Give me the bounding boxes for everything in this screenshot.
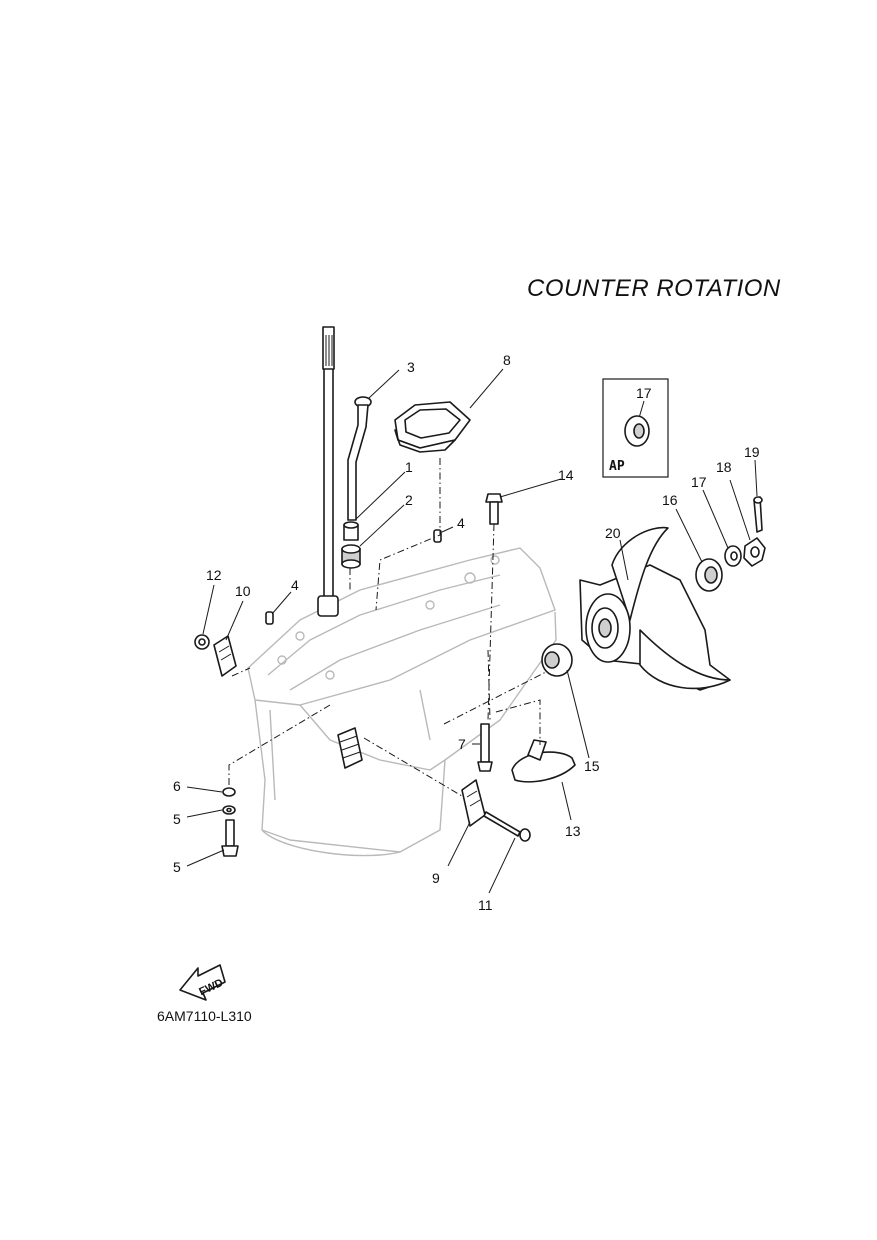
callout-1: 1 (405, 459, 413, 475)
washer-6 (222, 805, 236, 815)
inset-box-ap: 17 AP (602, 378, 669, 478)
leader-lines (186, 368, 758, 894)
water-tube-3 (347, 396, 372, 521)
callout-4b: 4 (457, 515, 465, 531)
bolt-15 (485, 493, 503, 525)
callout-16: 15 (584, 758, 600, 774)
screw-12 (483, 811, 531, 842)
callout-9: 8 (503, 352, 511, 368)
dowel-pin-4a (265, 611, 274, 625)
callout-13: 12 (206, 567, 222, 583)
callout-12: 11 (478, 897, 493, 913)
callout-5: 5 (173, 859, 181, 875)
dowel-pin-4b (433, 529, 442, 543)
anode-11 (213, 635, 237, 677)
drive-shaft (317, 326, 339, 617)
grommet-1 (343, 521, 359, 541)
trim-tab-14 (511, 739, 576, 783)
fwd-arrow-icon: FWD (179, 964, 226, 1001)
callout-20: 19 (744, 444, 760, 460)
callout-labels: 3 8 1 2 4 4 12 10 14 20 16 17 18 19 15 1… (173, 352, 760, 913)
nut-13 (194, 634, 210, 650)
lower-case-housing (247, 547, 557, 857)
diagram-title: COUNTER ROTATION (527, 275, 781, 302)
bolt-8 (477, 723, 493, 772)
assembly-dashed-lines (228, 458, 547, 797)
callout-18: 17 (691, 474, 707, 490)
callout-17: 16 (662, 492, 678, 508)
nut-19 (743, 537, 766, 567)
bushing-16 (541, 643, 573, 677)
callout-4a: 4 (291, 577, 299, 593)
water-intake-grille (337, 727, 363, 769)
callout-19: 18 (716, 459, 732, 475)
callout-10: 9 (432, 870, 440, 886)
callout-11: 10 (235, 583, 251, 599)
cotter-pin-20 (753, 496, 763, 533)
gasket-9 (394, 401, 471, 453)
seal-2 (341, 544, 361, 569)
inset-part-number: 17 (636, 385, 652, 401)
washer-7 (222, 787, 236, 797)
callout-2: 2 (405, 492, 413, 508)
inset-label: AP (609, 459, 625, 474)
callout-8: 7 (458, 736, 466, 752)
diagram-code: 6AM7110-L310 (157, 1008, 252, 1024)
callout-21: 20 (605, 525, 621, 541)
washer-18 (724, 545, 742, 567)
callout-14: 13 (565, 823, 581, 839)
callout-3: 3 (407, 359, 415, 375)
propeller-21 (579, 526, 731, 691)
anode-10 (461, 779, 486, 827)
callout-15: 14 (558, 467, 574, 483)
bolt-5 (221, 819, 239, 857)
callout-7: 6 (173, 778, 181, 794)
callout-6: 5 (173, 811, 181, 827)
spacer-17 (695, 558, 723, 592)
